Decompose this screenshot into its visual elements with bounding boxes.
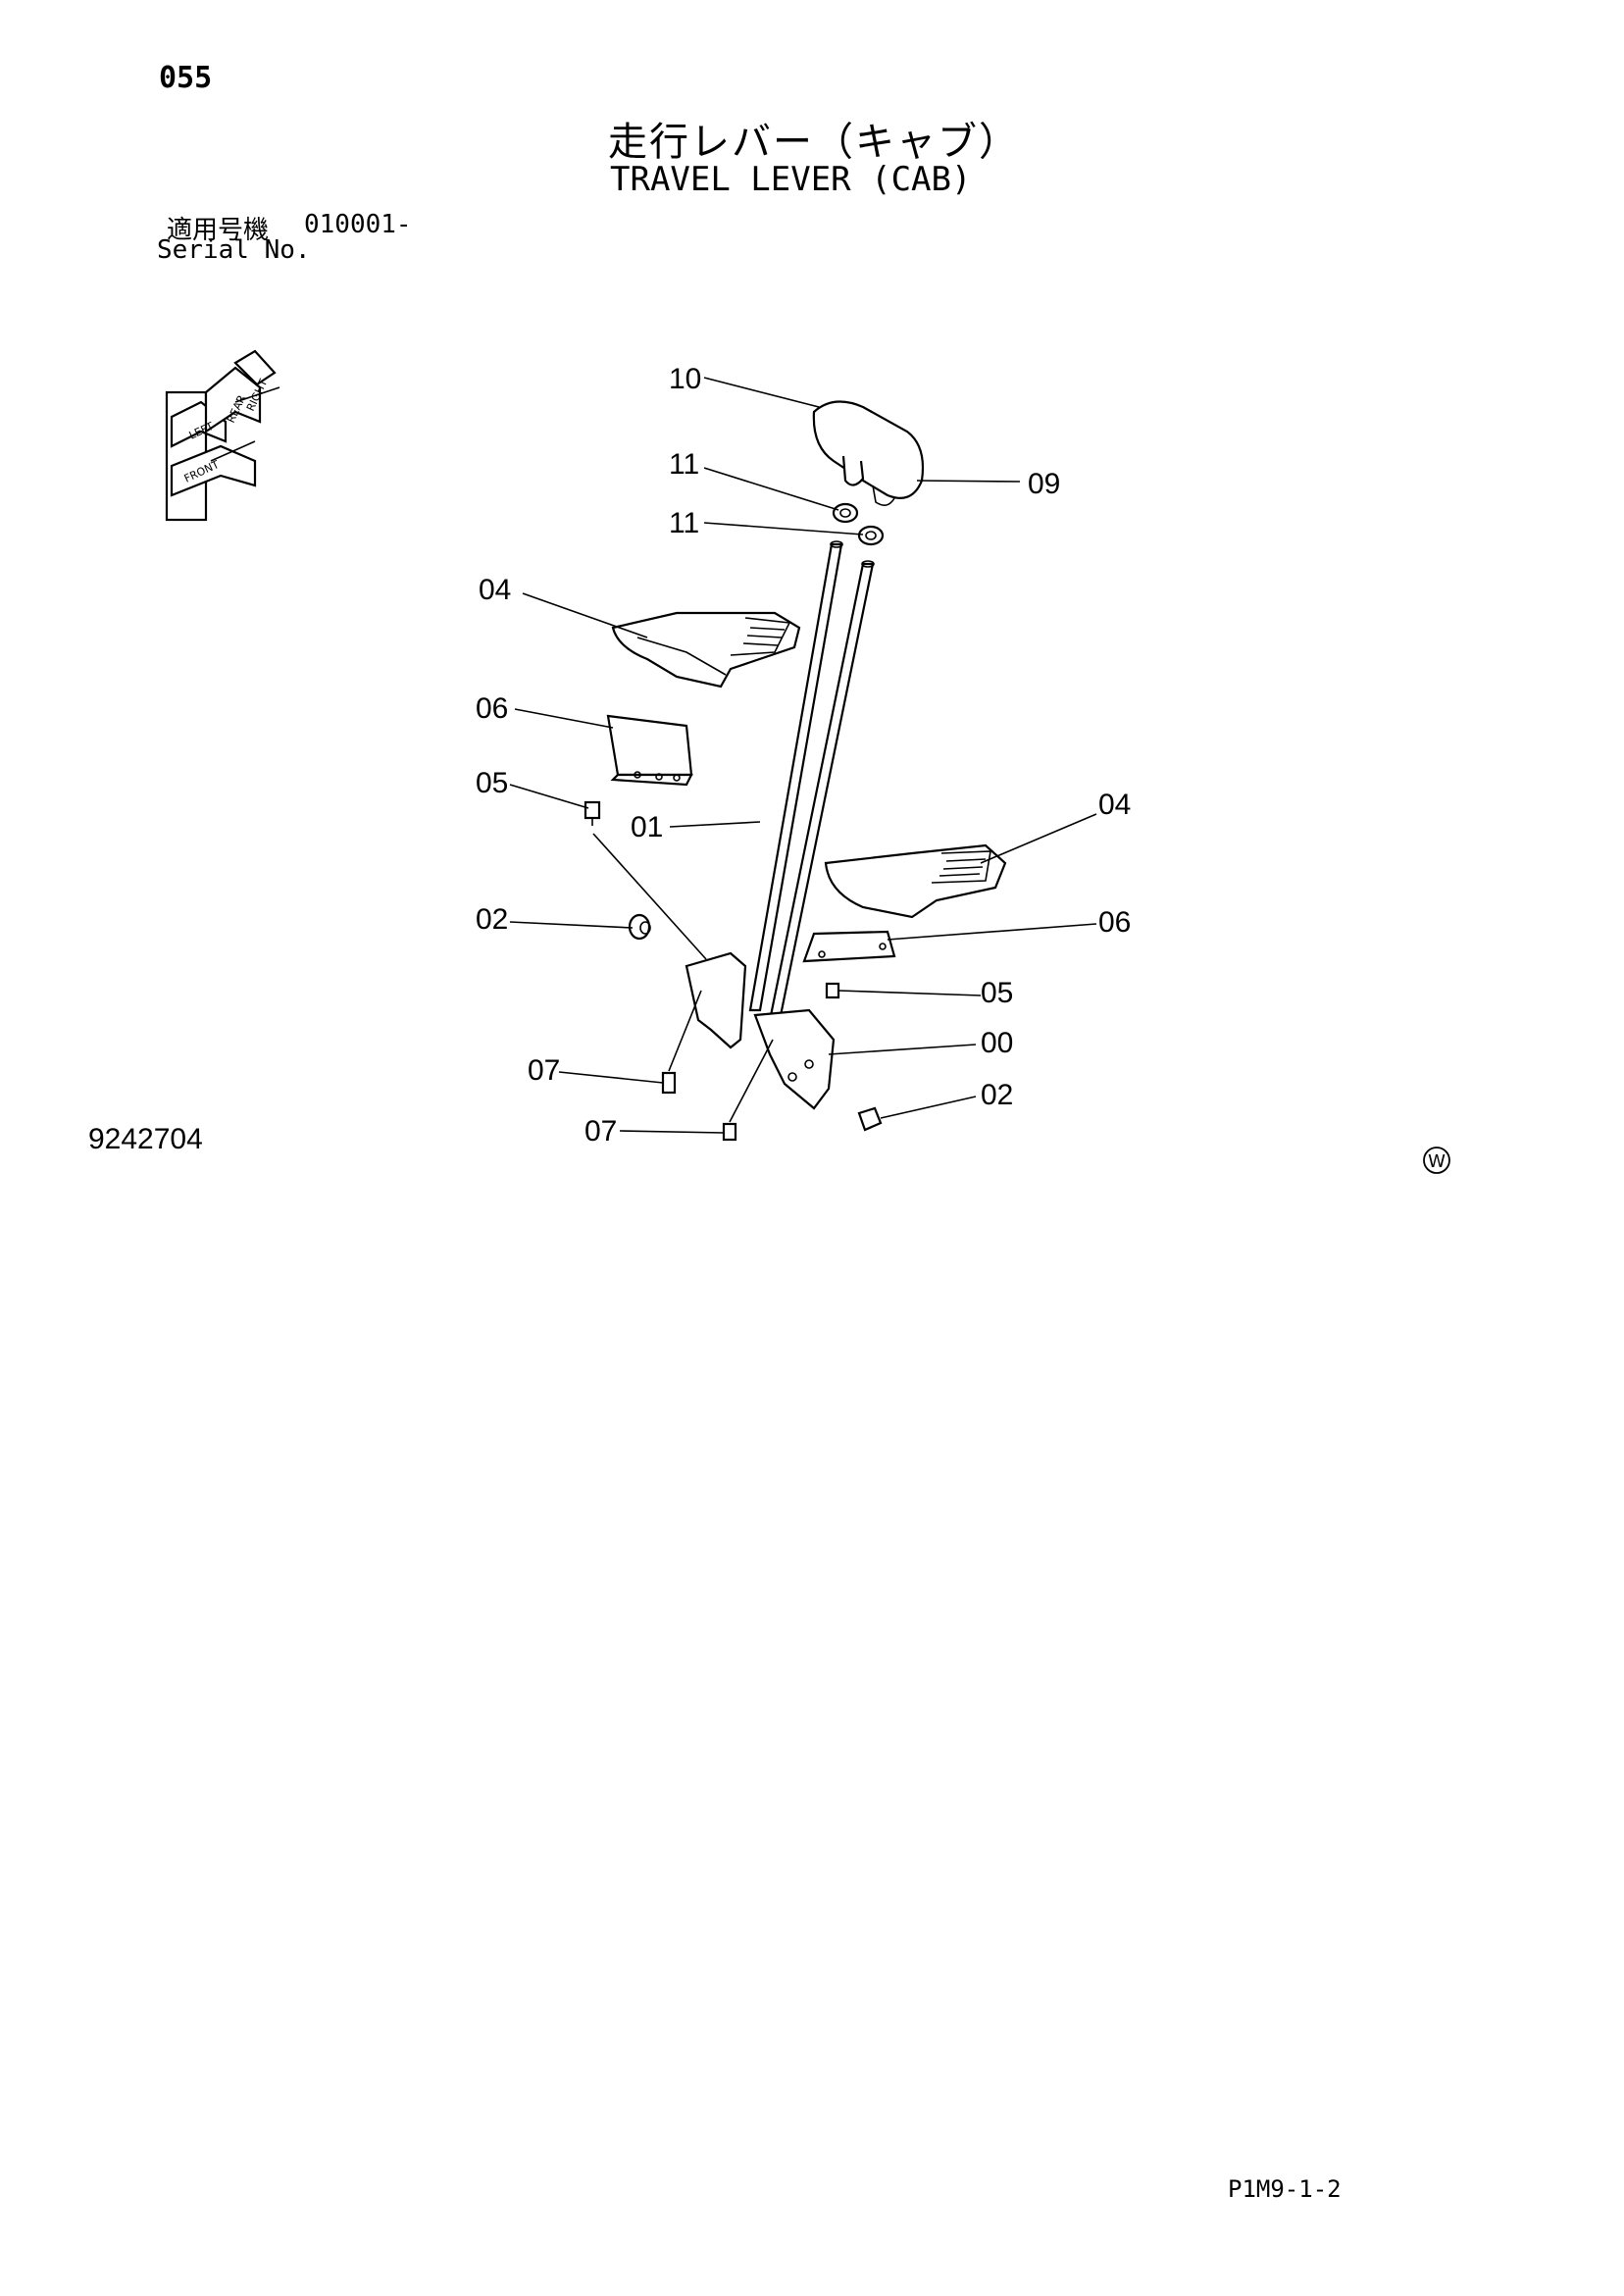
title-english: TRAVEL LEVER (CAB) (610, 160, 972, 199)
callout-00: 00 (981, 1027, 1013, 1059)
part-07-screw-lower (722, 1122, 737, 1142)
callout-04-right: 04 (1098, 789, 1131, 821)
drawing-number: 9242704 (88, 1123, 203, 1155)
callout-04-left: 04 (479, 574, 511, 606)
title-japanese: 走行レバー（キャブ） (608, 120, 1020, 165)
part-07-screw-upper (661, 1071, 677, 1095)
callout-01: 01 (631, 811, 663, 843)
part-05-bolt-right (825, 982, 840, 999)
serial-label-japanese: 適用号機 (167, 216, 270, 245)
part-01-lever-rods (748, 540, 875, 1037)
part-02-bushing-left (628, 913, 651, 941)
callout-09: 09 (1028, 468, 1060, 500)
circled-w-mark-icon: W (1423, 1147, 1450, 1174)
callout-06-right: 06 (1098, 906, 1131, 939)
part-04-pedal-right (824, 843, 1007, 919)
part-04-pedal-left (611, 611, 801, 689)
part-02-bolt-right (857, 1106, 883, 1132)
callout-11-upper: 11 (669, 448, 699, 481)
callout-02-right: 02 (981, 1079, 1013, 1111)
part-06-bracket-left (606, 714, 693, 787)
page-number: 055 (159, 61, 213, 95)
part-00-base-bracket (685, 951, 836, 1110)
part-06-bracket-right (802, 930, 896, 963)
part-11-nut-upper (832, 502, 859, 524)
callout-02-left: 02 (476, 903, 508, 936)
leader-lines (509, 377, 1097, 1134)
callout-05-right: 05 (981, 977, 1013, 1009)
callout-06-left: 06 (476, 692, 508, 725)
callout-10: 10 (669, 363, 701, 395)
callout-05-left: 05 (476, 767, 508, 799)
callout-11-lower: 11 (669, 507, 699, 539)
part-10-grip-knob (812, 400, 925, 506)
serial-label-english: Serial No. (157, 235, 311, 265)
callout-07-upper: 07 (528, 1054, 560, 1087)
serial-range: 010001- (304, 210, 412, 239)
part-11-nut-lower (857, 525, 885, 546)
mark-symbol: W (1428, 1151, 1446, 1172)
orientation-arrow-icon: LEFT FRONT REAR RIGHT (165, 349, 280, 522)
callout-07-lower: 07 (584, 1115, 617, 1148)
part-05-bolt-left (584, 800, 601, 826)
footer-code: P1M9-1-2 (1228, 2175, 1342, 2203)
